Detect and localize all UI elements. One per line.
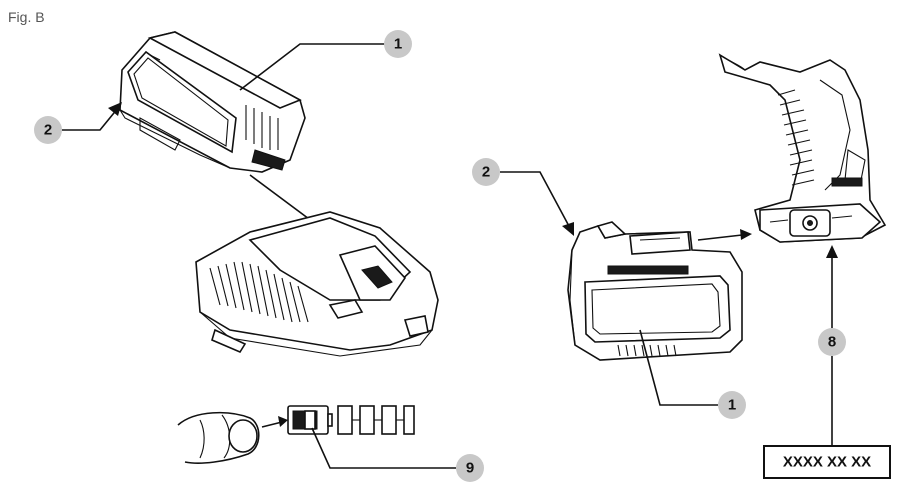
callout-9-label: 9 — [466, 460, 474, 477]
serial-number-label: XXXX XX XX — [783, 454, 871, 471]
charge-indicator-led-icon — [287, 405, 333, 435]
callout-9: 9 — [456, 454, 484, 482]
battery-pack-right-illustration — [567, 221, 743, 361]
finger-illustration — [177, 411, 260, 464]
figure-label: Fig. B — [8, 9, 45, 25]
callout-8-label: 8 — [828, 334, 836, 351]
tool-handle-illustration — [718, 53, 887, 243]
serial-number-box: XXXX XX XX — [763, 445, 891, 479]
leader-lines — [62, 43, 838, 469]
callout-2-right-label: 2 — [482, 164, 490, 181]
callout-1-top-label: 1 — [394, 36, 402, 53]
callout-1-top: 1 — [384, 30, 412, 58]
charger-illustration — [195, 211, 439, 357]
callout-2-left-label: 2 — [44, 122, 52, 139]
callout-2-right: 2 — [472, 158, 500, 186]
insert-arrow-to-tool — [697, 229, 752, 241]
callout-8: 8 — [818, 328, 846, 356]
led-sequence-icon — [337, 405, 415, 435]
callout-1-right: 1 — [718, 391, 746, 419]
battery-pack-top-illustration — [119, 31, 306, 173]
callout-1-right-label: 1 — [728, 397, 736, 414]
callout-2-left: 2 — [34, 116, 62, 144]
led-press-arrow — [261, 416, 288, 428]
